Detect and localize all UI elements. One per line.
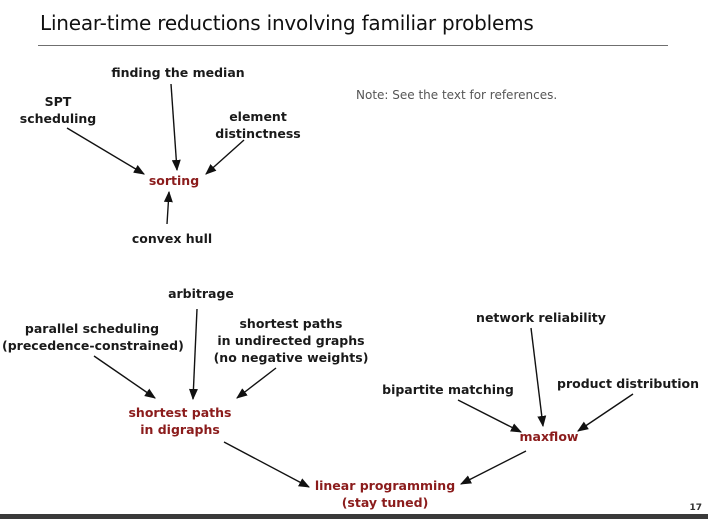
node-element-distinctness-line-2: distinctness — [215, 126, 301, 141]
node-shortest-paths-undirected-line-1: shortest paths — [239, 316, 343, 331]
bottom-bar — [0, 514, 708, 519]
node-element-distinctness-line-1: element — [229, 109, 287, 124]
node-bipartite-matching-line-1: bipartite matching — [382, 382, 514, 397]
node-shortest-paths-digraphs: shortest paths in digraphs — [120, 404, 240, 438]
node-finding-the-median-line-1: finding the median — [111, 65, 245, 80]
node-parallel-scheduling-line-2: (precedence-constrained) — [2, 338, 184, 353]
title-divider — [38, 45, 668, 46]
node-maxflow: maxflow — [509, 428, 589, 445]
node-parallel-scheduling: parallel scheduling (precedence-constrai… — [2, 320, 184, 354]
node-element-distinctness: element distinctness — [203, 108, 313, 142]
arrow-reliability-to-maxflow — [530, 327, 547, 428]
node-sorting-line-1: sorting — [148, 173, 200, 188]
arrow-parallel-to-sp-digraphs — [93, 355, 156, 399]
arrow-sp-digraphs-to-lp — [223, 441, 310, 488]
arrow-arbitrage-to-sp-digraphs — [188, 308, 198, 401]
node-network-reliability: network reliability — [471, 309, 611, 326]
node-linear-programming-line-2: (stay tuned) — [341, 495, 429, 510]
node-spt-scheduling: SPT scheduling — [8, 93, 108, 127]
node-product-distribution-line-1: product distribution — [557, 376, 699, 391]
slide-title: Linear-time reductions involving familia… — [40, 11, 534, 35]
node-network-reliability-line-1: network reliability — [476, 310, 606, 325]
arrow-distinctness-to-sorting — [205, 139, 245, 175]
node-parallel-scheduling-line-1: parallel scheduling — [24, 321, 160, 336]
arrow-product-to-maxflow — [577, 393, 634, 432]
node-arbitrage-line-1: arbitrage — [168, 286, 234, 301]
node-maxflow-line-1: maxflow — [519, 429, 579, 444]
node-shortest-paths-undirected-line-2: in undirected graphs — [217, 333, 365, 348]
arrow-bipartite-to-maxflow — [457, 399, 522, 433]
node-shortest-paths-digraphs-line-2: in digraphs — [140, 422, 220, 437]
node-spt-scheduling-line-1: SPT — [44, 94, 72, 109]
node-linear-programming: linear programming (stay tuned) — [305, 477, 465, 511]
arrow-median-to-sorting — [170, 83, 181, 172]
node-convex-hull-line-1: convex hull — [131, 231, 213, 246]
arrow-maxflow-to-lp — [460, 450, 527, 485]
node-finding-the-median: finding the median — [103, 64, 253, 81]
node-shortest-paths-undirected-line-3: (no negative weights) — [213, 350, 369, 365]
references-note: Note: See the text for references. — [356, 88, 558, 102]
arrow-spt-to-sorting — [66, 127, 145, 175]
node-sorting: sorting — [124, 172, 224, 189]
node-product-distribution: product distribution — [553, 375, 703, 392]
node-shortest-paths-digraphs-line-1: shortest paths — [128, 405, 232, 420]
arrow-convexhull-to-sorting — [163, 190, 173, 225]
node-linear-programming-line-1: linear programming — [314, 478, 456, 493]
node-bipartite-matching: bipartite matching — [378, 381, 518, 398]
node-shortest-paths-undirected: shortest paths in undirected graphs (no … — [213, 315, 369, 366]
node-convex-hull: convex hull — [117, 230, 227, 247]
page-number: 17 — [689, 503, 702, 513]
node-arbitrage: arbitrage — [151, 285, 251, 302]
node-spt-scheduling-line-2: scheduling — [19, 111, 97, 126]
arrow-sp-undirected-to-sp-digraphs — [236, 367, 277, 399]
